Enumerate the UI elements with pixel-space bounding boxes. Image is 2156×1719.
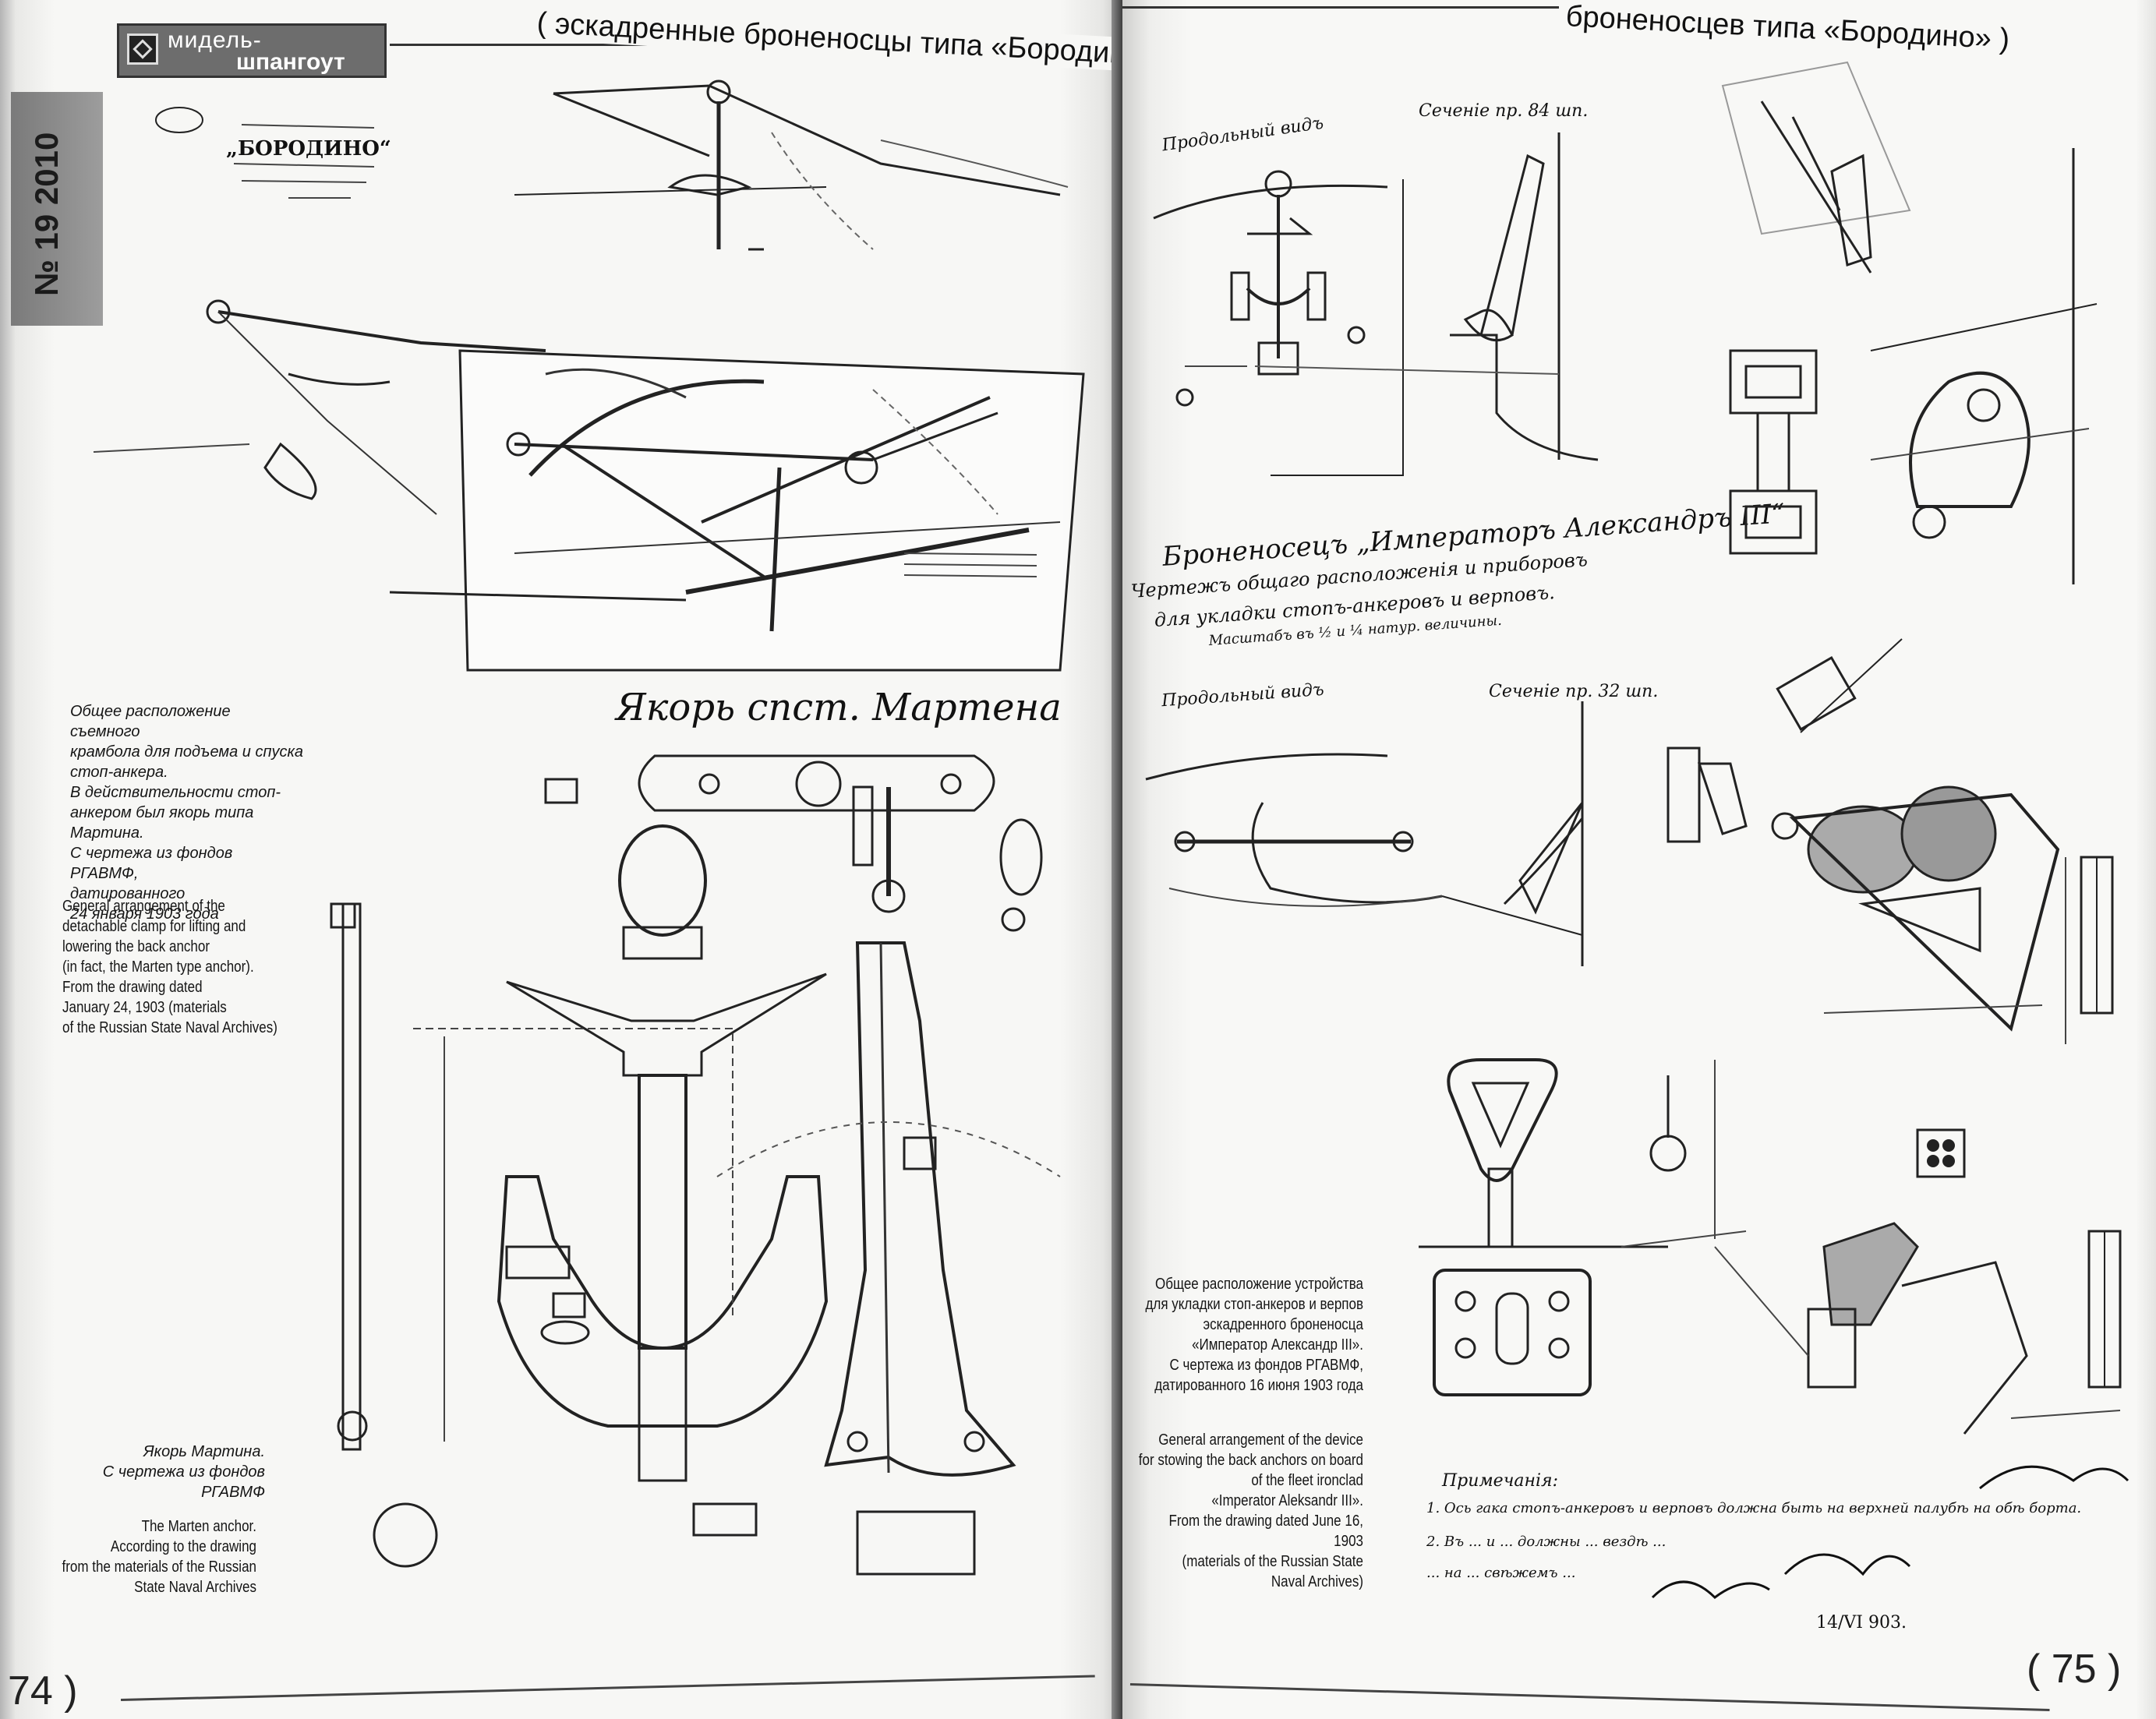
caption-line: General arrangement of the device (1158, 1431, 1363, 1449)
details-bottom-right-drawing (1714, 1128, 2122, 1435)
issue-badge (11, 92, 103, 326)
caption-line: эскадренного броненосца (1203, 1316, 1363, 1333)
caption-clamp-ru: Общее расположение съемного крамбола для… (70, 701, 304, 924)
caption-line: from the materials of the Russian (62, 1558, 256, 1576)
caption-line: для укладки стоп-анкеров и верпов (1145, 1296, 1363, 1313)
davit-elevation-drawing (514, 79, 1069, 251)
page-number-left: 74 ) (8, 1668, 78, 1714)
caption-line: В действительности стоп- (70, 784, 281, 801)
logo-text-line2: шпангоут (236, 49, 345, 75)
drawing-stamp-title: „БОРОДИНО“ (226, 137, 391, 161)
caption-line: Якорь Мартина. (143, 1443, 265, 1460)
details-top-right-drawing (1721, 61, 2098, 584)
footer-rule-left (121, 1675, 1095, 1701)
left-page: мидель- шпангоут ( эскадренные броненосц… (0, 0, 1122, 1719)
caption-line: lowering the back anchor (62, 938, 210, 955)
caption-line: According to the drawing (110, 1538, 256, 1555)
caption-line: Naval Archives) (1271, 1573, 1363, 1590)
caption-line: С чертежа из фондов РГАВМФ (102, 1463, 265, 1501)
caption-line: датированного 16 июня 1903 года (1154, 1377, 1363, 1394)
caption-line: С чертежа из фондов РГАВМФ, (70, 845, 233, 882)
caption-line: Общее расположение устройства (1155, 1276, 1363, 1293)
caption-line: стоп-анкера. (70, 764, 168, 781)
caption-line: анкером был якорь типа Мартина. (70, 804, 254, 842)
section-label-84: Сеченіе пр. 84 шп. (1419, 101, 1589, 121)
details-right-middle-drawing (1666, 638, 2114, 1044)
caption-line: of the fleet ironclad (1251, 1472, 1363, 1489)
note-line-1: 1. Ось гака стопъ-анкеровъ и верповъ дол… (1426, 1500, 2082, 1516)
caption-anchor-ru: Якорь Мартина. С чертежа из фондов РГАВМ… (47, 1442, 265, 1502)
caption-line: From the drawing dated June 16, 1903 (1168, 1513, 1363, 1550)
running-header-right: броненосцев типа «Бородино» ) (1564, 0, 2011, 56)
caption-line: State Naval Archives (134, 1579, 256, 1596)
caption-line: «Imperator Aleksandr III». (1211, 1492, 1363, 1509)
magazine-logo: мидель- шпангоут (117, 23, 387, 78)
running-header-left: ( эскадренные броненосцы типа «Бородино»… (528, 6, 1122, 75)
caption-line: January 24, 1903 (materials (62, 999, 227, 1016)
right-page: броненосцев типа «Бородино» ) Продольный… (1122, 0, 2156, 1719)
caption-line: From the drawing dated (62, 979, 203, 996)
caption-device-en: General arrangement of the device for st… (1138, 1430, 1363, 1592)
signature-date: 14/VI 903. (1816, 1613, 1907, 1633)
section-label-32: Сеченіе пр. 32 шп. (1489, 682, 1659, 701)
note-line-2: 2. Въ ... и ... должны ... вездѣ ... (1426, 1534, 1666, 1550)
logo-emblem-icon (127, 34, 158, 65)
clamp-general-arrangement-drawing (93, 299, 1085, 672)
signatures-drawing (1651, 1465, 2129, 1599)
caption-line: Общее расположение съемного (70, 703, 231, 740)
caption-line: 24 января 1903 года (70, 905, 219, 923)
caption-line: С чертежа из фондов РГАВМФ, (1169, 1357, 1363, 1374)
bracket-plate-drawing (1419, 1058, 1747, 1396)
stamp-and-text-drawing (155, 107, 375, 199)
caption-device-ru: Общее расположение устройства для укладк… (1138, 1274, 1363, 1396)
caption-line: The Marten anchor. (141, 1518, 256, 1535)
stowage-front-and-section-drawing (1153, 132, 1599, 476)
caption-line: General arrangement of the (62, 898, 225, 915)
caption-line: of the Russian State Naval Archives) (62, 1019, 277, 1036)
marten-anchor-drawing (330, 754, 1061, 1576)
footer-rule-right (1129, 1683, 2050, 1711)
caption-line: крамбола для подъема и спуска (70, 743, 304, 761)
caption-line: (materials of the Russian State (1182, 1553, 1363, 1570)
section-32-drawing (1145, 701, 1584, 966)
caption-clamp-en: General arrangement of the detachable cl… (62, 896, 301, 1038)
caption-line: (in fact, the Marten type anchor). (62, 958, 254, 976)
caption-line: датированного (70, 885, 186, 902)
page-number-right: ( 75 ) (2027, 1647, 2122, 1692)
issue-number: № 19 2010 (28, 132, 65, 296)
caption-anchor-en: The Marten anchor. According to the draw… (31, 1516, 256, 1597)
caption-line: detachable clamp for lifting and (62, 918, 246, 935)
caption-line: for stowing the back anchors on board (1138, 1452, 1363, 1469)
logo-text-line1: мидель- (168, 27, 262, 53)
notes-title: Примечанія: (1442, 1471, 1559, 1491)
caption-line: «Император Александр III». (1192, 1336, 1363, 1354)
header-rule-right (1122, 6, 1559, 9)
note-line-3: ... на ... свѣжемъ ... (1426, 1565, 1576, 1581)
anchor-drawing-title: Якорь спст. Мартена (616, 686, 1062, 729)
